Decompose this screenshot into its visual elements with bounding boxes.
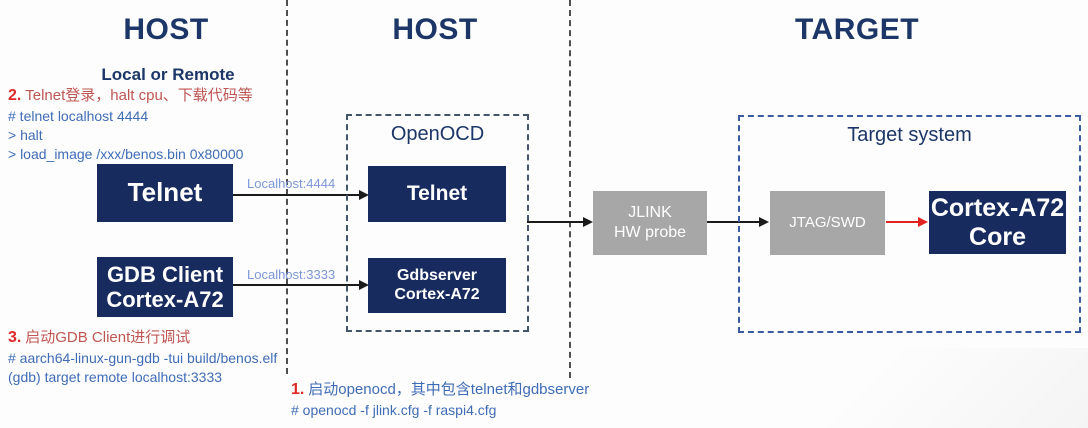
annotation-step-1: 1. 启动openocd，其中包含telnet和gdbserver # open… [291, 379, 589, 420]
section-title-host-local: HOST [123, 13, 209, 46]
step-1-number: 1. [291, 381, 305, 398]
node-gdbserver-line1: Gdbserver [396, 267, 478, 285]
step-3-heading-text: 启动GDB Client进行调试 [25, 329, 191, 346]
node-jtag-swd: JTAG/SWD [770, 191, 885, 255]
arrow-gdb-to-openocd [233, 279, 369, 291]
step-2-cmd-2: > halt [8, 126, 43, 143]
step-2-cmd-1: # telnet localhost 4444 [8, 107, 149, 124]
step-3-cmd-2: (gdb) target remote localhost:3333 [8, 368, 223, 385]
step-3-number: 3. [8, 329, 22, 346]
node-cortex-core: Cortex-A72 Core [929, 191, 1066, 254]
node-cortex-core-line1: Cortex-A72 [930, 193, 1065, 222]
annotation-step-2-heading: 2. Telnet登录，halt cpu、下载代码等 [8, 85, 253, 107]
arrow-jlink-to-jtag [707, 216, 769, 228]
step-2-number: 2. [8, 87, 22, 104]
annotation-step-3-heading: 3. 启动GDB Client进行调试 [8, 327, 277, 349]
node-gdbserver-line2: Cortex-A72 [394, 285, 480, 303]
node-telnet-client-label: Telnet [127, 177, 203, 208]
node-jlink-probe: JLINK HW probe [593, 191, 707, 255]
annotation-step-1-heading: 1. 启动openocd，其中包含telnet和gdbserver [291, 379, 589, 401]
section-title-host-openocd: HOST [392, 13, 478, 46]
step-1-heading-text: 启动openocd，其中包含telnet和gdbserver [308, 381, 590, 398]
group-target-system: Target system [738, 115, 1081, 333]
step-1-cmd-1: # openocd -f jlink.cfg -f raspi4.cfg [291, 401, 497, 418]
annotation-step-3: 3. 启动GDB Client进行调试 # aarch64-linux-gun-… [8, 327, 277, 387]
node-telnet-server-label: Telnet [406, 181, 468, 205]
step-3-cmd-1: # aarch64-linux-gun-gdb -tui build/benos… [8, 349, 278, 366]
node-jlink-probe-line2: HW probe [613, 224, 687, 241]
node-gdb-client-line2: Cortex-A72 [106, 287, 224, 312]
group-openocd-label: OpenOCD [390, 123, 485, 145]
node-gdb-client: GDB Client Cortex-A72 [97, 257, 233, 317]
step-2-cmd-3: > load_image /xxx/benos.bin 0x80000 [8, 145, 244, 162]
separator-host-target [569, 0, 571, 378]
node-gdb-client-line1: GDB Client [106, 261, 224, 287]
separator-host-local-openocd [286, 0, 288, 374]
node-gdbserver: Gdbserver Cortex-A72 [368, 258, 506, 313]
section-subtitle-local-or-remote: Local or Remote [101, 65, 235, 84]
corner-shading [708, 348, 1088, 428]
node-jtag-swd-label: JTAG/SWD [789, 213, 866, 231]
arrow-jtag-to-core [886, 216, 928, 228]
port-label-3333: Localhost:3333 [247, 267, 336, 282]
arrow-telnet-to-openocd [233, 189, 369, 201]
section-title-target: TARGET [794, 13, 920, 46]
node-telnet-client: Telnet [97, 164, 233, 222]
port-label-4444: Localhost:4444 [247, 176, 336, 191]
node-jlink-probe-line1: JLINK [628, 204, 672, 221]
step-2-heading-text: Telnet登录，halt cpu、下载代码等 [25, 87, 253, 104]
group-openocd: OpenOCD [346, 114, 529, 332]
annotation-step-2: 2. Telnet登录，halt cpu、下载代码等 # telnet loca… [8, 85, 253, 164]
node-telnet-server: Telnet [368, 166, 506, 222]
group-target-system-label: Target system [847, 124, 972, 146]
node-cortex-core-line2: Core [969, 222, 1026, 251]
arrow-openocd-to-jlink [527, 216, 593, 228]
